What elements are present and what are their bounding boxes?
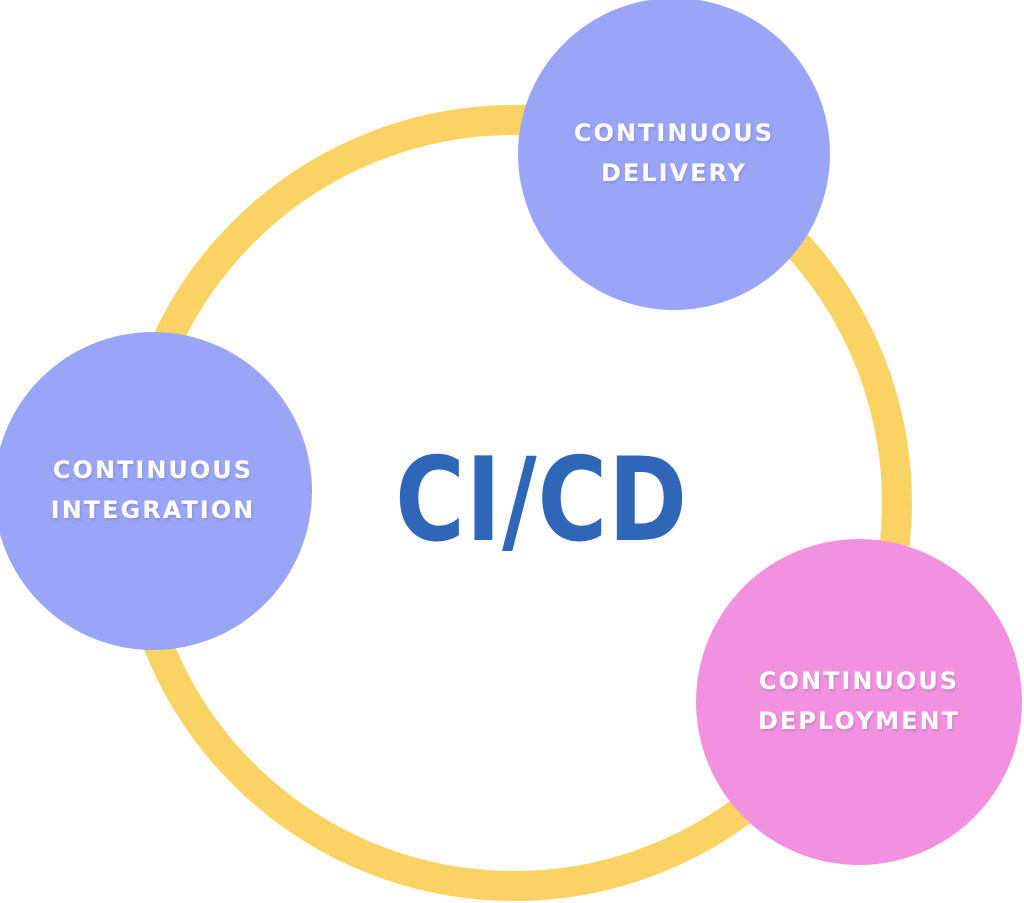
diagram-title: CI/CD (382, 420, 702, 580)
node-label-line: DELIVERY (600, 159, 748, 187)
node-label-line: CONTINUOUS (573, 119, 775, 148)
node-label-line: CONTINUOUS (758, 667, 960, 696)
node-continuous-integration: CONTINUOUS INTEGRATION (0, 332, 312, 650)
node-label-line: DEPLOYMENT (757, 707, 960, 735)
node-label-line: INTEGRATION (50, 496, 256, 524)
node-continuous-delivery: CONTINUOUS DELIVERY (518, 0, 830, 310)
node-continuous-deployment: CONTINUOUS DEPLOYMENT (696, 539, 1022, 865)
node-label-line: CONTINUOUS (52, 456, 254, 485)
diagram-title-text: CI/CD (395, 432, 689, 568)
